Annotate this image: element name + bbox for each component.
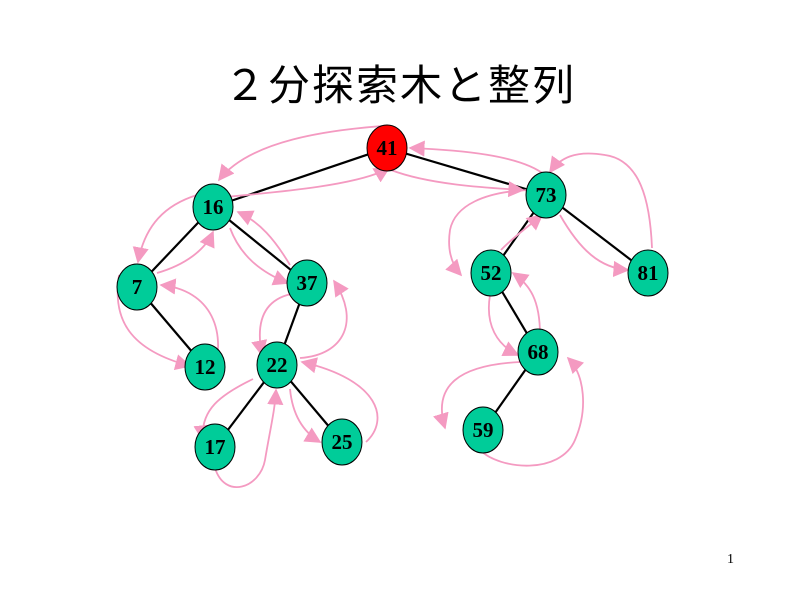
node-52-shape (470, 249, 512, 297)
node-37-label: 37 (297, 271, 318, 295)
tree-nodes: 41 16 73 7 37 52 81 12 22 68 17 25 59 (116, 124, 669, 471)
trav-37-to-22 (251, 293, 292, 357)
node-25: 25 (321, 418, 363, 466)
node-73: 73 (525, 171, 567, 219)
node-68-label: 68 (528, 340, 549, 364)
node-22: 22 (256, 341, 298, 389)
node-25-shape (321, 418, 363, 466)
traversal-arrows (116, 125, 653, 488)
node-52: 52 (470, 249, 512, 297)
trav-41-to-16 (218, 125, 384, 182)
trav-37-to-16 (236, 210, 291, 266)
trav-16-to-41 (224, 167, 391, 198)
trav-22-to-25 (289, 388, 322, 443)
page-number: 1 (727, 552, 734, 567)
node-37-shape (286, 259, 328, 307)
trav-7-to-16 (156, 230, 215, 274)
node-12-label: 12 (195, 355, 216, 379)
trav-52-to-73 (500, 213, 544, 251)
trav-16-to-7 (132, 194, 198, 264)
node-59-label: 59 (473, 418, 494, 442)
node-22-shape (256, 341, 298, 389)
node-16-label: 16 (203, 195, 224, 219)
trav-73-to-41 (408, 140, 546, 176)
slide-title: ２分探索木と整列 (223, 61, 576, 110)
node-16: 16 (192, 183, 234, 231)
trav-25-to-22 (300, 357, 379, 443)
node-73-label: 73 (536, 183, 557, 207)
node-59-shape (462, 406, 504, 454)
node-59: 59 (462, 406, 504, 454)
node-7-label: 7 (132, 275, 143, 299)
trav-41-to-73 (390, 169, 525, 198)
edge-41-73 (386, 146, 547, 197)
node-81: 81 (627, 249, 669, 297)
trav-73-to-81 (559, 214, 630, 278)
trav-16-to-37 (229, 227, 290, 286)
trav-22-to-37 (299, 279, 349, 359)
node-12: 12 (184, 343, 226, 391)
node-17: 17 (194, 423, 236, 471)
node-12-shape (184, 343, 226, 391)
node-37: 37 (286, 259, 328, 307)
node-41: 41 (366, 124, 408, 172)
trav-59-to-68 (479, 356, 585, 467)
node-81-label: 81 (638, 261, 659, 285)
edge-41-16 (212, 146, 388, 209)
trav-73-to-52 (445, 189, 529, 277)
trav-81-to-73 (549, 152, 653, 249)
node-41-label: 41 (377, 136, 398, 160)
node-73-shape (525, 171, 567, 219)
node-52-label: 52 (481, 261, 502, 285)
node-16-shape (192, 183, 234, 231)
node-17-label: 17 (205, 435, 226, 459)
node-7-shape (116, 263, 158, 311)
node-68: 68 (517, 328, 559, 376)
node-41-shape (366, 124, 408, 172)
trav-17-to-22 (214, 388, 284, 488)
node-7: 7 (116, 263, 158, 311)
node-22-label: 22 (267, 353, 288, 377)
node-68-shape (517, 328, 559, 376)
trav-52-to-68 (488, 294, 520, 357)
node-81-shape (627, 249, 669, 297)
trav-68-to-59 (433, 361, 521, 430)
trav-68-to-52 (511, 272, 541, 336)
node-17-shape (194, 423, 236, 471)
node-25-label: 25 (332, 430, 353, 454)
